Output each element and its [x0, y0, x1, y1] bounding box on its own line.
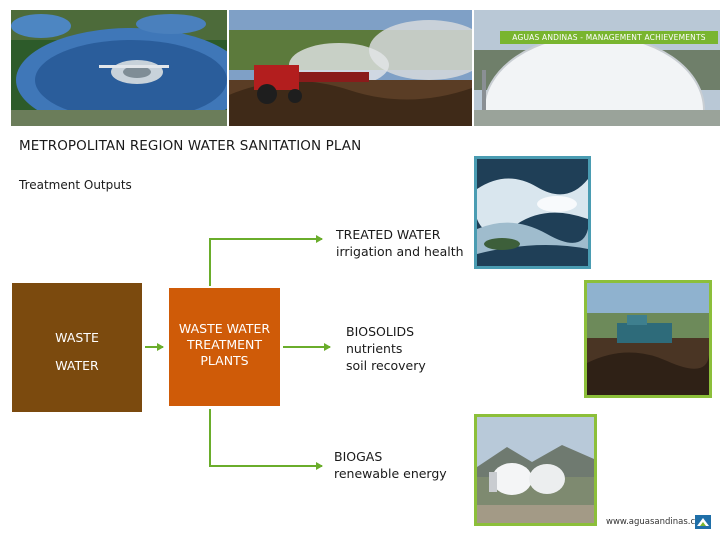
output-biogas: BIOGAS renewable energy [334, 448, 447, 482]
waste-water-line1: WASTE [12, 330, 142, 345]
waste-water-line2: WATER [12, 358, 142, 373]
aguas-andinas-logo-icon [695, 514, 711, 528]
output-biosolids-detail2: soil recovery [346, 357, 426, 374]
waste-water-box: WASTE WATER [12, 283, 142, 412]
output-treated-water-title: TREATED WATER [336, 226, 464, 243]
header-tag: AGUAS ANDINAS - MANAGEMENT ACHIEVEMENTS [500, 31, 718, 44]
output-biogas-detail: renewable energy [334, 465, 447, 482]
biogas-plant-photo [474, 414, 597, 526]
biosolids-photo [584, 280, 712, 398]
output-treated-water: TREATED WATER irrigation and health [336, 226, 464, 260]
arrow-plant-to-treated-water [210, 239, 322, 286]
output-treated-water-detail: irrigation and health [336, 243, 464, 260]
output-biosolids: BIOSOLIDS nutrients soil recovery [346, 323, 426, 374]
compost-tractor-photo [229, 10, 472, 126]
footer-url[interactable]: www.aguasandinas.cl [606, 517, 698, 527]
page-title: METROPOLITAN REGION WATER SANITATION PLA… [19, 138, 361, 154]
output-biosolids-detail: nutrients [346, 340, 426, 357]
page-subtitle: Treatment Outputs [19, 178, 132, 192]
biogas-dome-photo [474, 10, 720, 126]
treatment-line2: TREATMENT [169, 337, 280, 353]
treated-water-photo [474, 156, 591, 269]
treatment-plants-box: WASTE WATER TREATMENT PLANTS [169, 288, 280, 406]
arrow-plant-to-biogas [210, 409, 322, 466]
treatment-line3: PLANTS [169, 353, 280, 369]
treatment-tanks-photo [11, 10, 227, 126]
output-biosolids-title: BIOSOLIDS [346, 323, 426, 340]
treatment-line1: WASTE WATER [169, 321, 280, 337]
output-biogas-title: BIOGAS [334, 448, 447, 465]
